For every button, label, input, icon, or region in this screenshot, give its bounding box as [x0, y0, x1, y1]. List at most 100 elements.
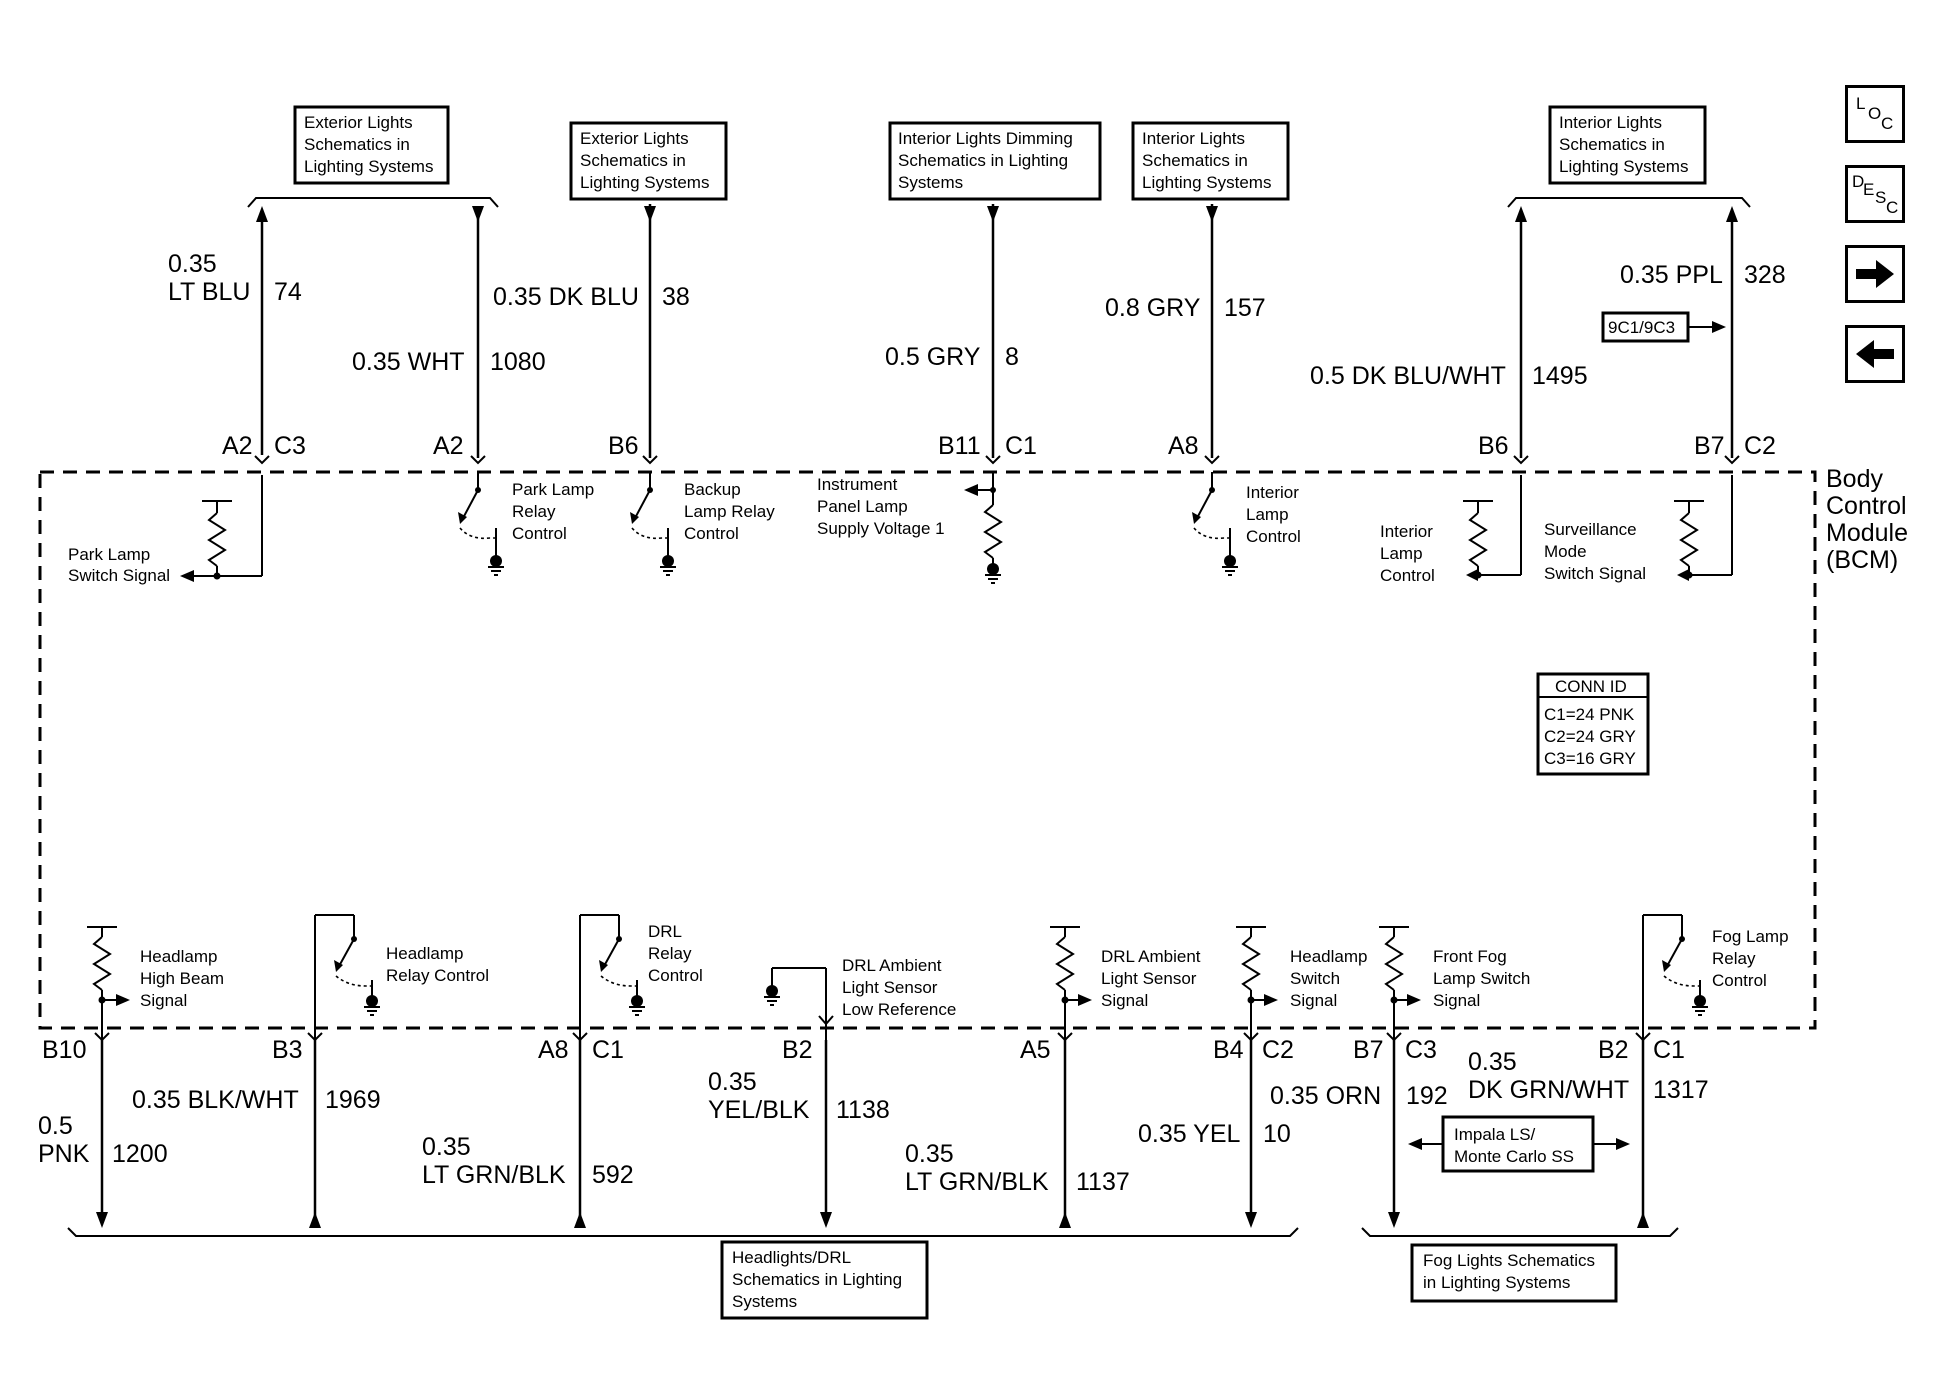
svg-text:0.35 BLK/WHT: 0.35 BLK/WHT	[132, 1086, 299, 1114]
svg-text:Switch Signal: Switch Signal	[1544, 564, 1646, 583]
svg-text:YEL/BLK: YEL/BLK	[708, 1096, 810, 1124]
interior-lamp-control-relay: Interior Lamp Control	[1192, 472, 1301, 576]
wire-10: B4 C2 0.35 YEL 10	[1138, 1032, 1294, 1228]
svg-text:Impala LS/: Impala LS/	[1454, 1125, 1536, 1144]
ref-interior-lights-2[interactable]: Interior Lights Schematics in Lighting S…	[1548, 105, 1707, 185]
svg-text:Fog Lights Schematics: Fog Lights Schematics	[1423, 1251, 1595, 1270]
wire-1137: A5 0.35 LT GRN/BLK 1137	[905, 1032, 1130, 1228]
wire-592: A8 C1 0.35 LT GRN/BLK 592	[422, 1032, 634, 1228]
svg-text:Signal: Signal	[140, 991, 187, 1010]
svg-text:LT BLU: LT BLU	[168, 278, 250, 306]
svg-text:Supply Voltage 1: Supply Voltage 1	[817, 519, 945, 538]
svg-text:B10: B10	[42, 1036, 86, 1064]
svg-text:B6: B6	[608, 432, 639, 460]
svg-text:Park Lamp: Park Lamp	[68, 545, 150, 564]
headlamp-switch-signal: Headlamp Switch Signal	[1236, 926, 1368, 1040]
svg-text:10: 10	[1263, 1120, 1291, 1148]
svg-text:0.5: 0.5	[38, 1112, 73, 1140]
svg-text:0.35: 0.35	[905, 1140, 954, 1168]
svg-text:Lamp: Lamp	[1246, 505, 1289, 524]
loc-button[interactable]: L O C	[1845, 85, 1905, 143]
svg-text:Lighting Systems: Lighting Systems	[580, 173, 709, 192]
svg-text:C1=24 PNK: C1=24 PNK	[1544, 705, 1635, 724]
svg-text:Exterior Lights: Exterior Lights	[304, 113, 413, 132]
svg-text:Switch Signal: Switch Signal	[68, 566, 170, 585]
svg-text:0.35 WHT: 0.35 WHT	[352, 348, 465, 376]
svg-text:A2: A2	[433, 432, 464, 460]
svg-text:Lighting Systems: Lighting Systems	[1142, 173, 1271, 192]
desc-letter-c: C	[1886, 198, 1899, 217]
svg-text:Backup: Backup	[684, 480, 741, 499]
loc-letter-c: C	[1881, 114, 1894, 133]
svg-text:Lighting Systems: Lighting Systems	[1559, 157, 1688, 176]
ref-bracket-fog	[1361, 1227, 1679, 1237]
ref-exterior-lights-2[interactable]: Exterior Lights Schematics in Lighting S…	[569, 121, 728, 201]
svg-text:Schematics in Lighting: Schematics in Lighting	[732, 1270, 902, 1289]
svg-text:in Lighting Systems: in Lighting Systems	[1423, 1273, 1570, 1292]
svg-text:Mode: Mode	[1544, 542, 1587, 561]
svg-text:328: 328	[1744, 261, 1786, 289]
svg-text:Switch: Switch	[1290, 969, 1340, 988]
svg-text:Module: Module	[1826, 519, 1908, 547]
svg-text:B2: B2	[782, 1036, 813, 1064]
svg-text:C3: C3	[274, 432, 306, 460]
svg-text:DRL Ambient: DRL Ambient	[1101, 947, 1201, 966]
svg-text:1200: 1200	[112, 1140, 168, 1168]
surveillance-mode-switch-signal: Surveillance Mode Switch Signal	[1544, 475, 1733, 583]
ref-exterior-lights-1[interactable]: Exterior Lights Schematics in Lighting S…	[293, 105, 450, 185]
svg-text:0.35: 0.35	[1468, 1048, 1517, 1076]
svg-text:74: 74	[274, 278, 302, 306]
svg-text:LT GRN/BLK: LT GRN/BLK	[422, 1161, 566, 1189]
svg-text:0.35 ORN: 0.35 ORN	[1270, 1082, 1381, 1110]
svg-text:Relay: Relay	[512, 502, 556, 521]
svg-text:1080: 1080	[490, 348, 546, 376]
svg-text:0.5 GRY: 0.5 GRY	[885, 343, 981, 371]
svg-text:Systems: Systems	[898, 173, 963, 192]
drl-ambient-sensor-signal: DRL Ambient Light Sensor Signal	[1050, 926, 1201, 1040]
drl-ambient-sensor-low-reference: DRL Ambient Light Sensor Low Reference	[763, 956, 956, 1040]
svg-text:Interior Lights: Interior Lights	[1142, 129, 1245, 148]
ip-lamp-supply-voltage: Instrument Panel Lamp Supply Voltage 1	[817, 472, 1003, 584]
svg-text:Interior: Interior	[1380, 522, 1433, 541]
loc-letter-l: L	[1856, 94, 1866, 113]
prev-page-button[interactable]	[1845, 325, 1905, 383]
svg-text:1969: 1969	[325, 1086, 381, 1114]
wire-1138: B2 0.35 YEL/BLK 1138	[708, 1036, 890, 1228]
svg-text:Schematics in: Schematics in	[1142, 151, 1248, 170]
svg-text:Body: Body	[1826, 465, 1883, 493]
ref-fog-lights[interactable]: Fog Lights Schematics in Lighting System…	[1410, 1243, 1618, 1303]
svg-text:Control: Control	[512, 524, 567, 543]
ref-interior-lights-1[interactable]: Interior Lights Schematics in Lighting S…	[1131, 121, 1290, 201]
ref-headlights-drl[interactable]: Headlights/DRL Schematics in Lighting Sy…	[720, 1240, 929, 1320]
ref-interior-dimming[interactable]: Interior Lights Dimming Schematics in Li…	[888, 121, 1102, 201]
svg-text:Light Sensor: Light Sensor	[1101, 969, 1197, 988]
svg-text:B7: B7	[1694, 432, 1725, 460]
svg-text:C1: C1	[1653, 1036, 1685, 1064]
option-impala-monte-carlo: Impala LS/ Monte Carlo SS	[1408, 1115, 1630, 1173]
wire-38: 0.35 DK BLU 38 B6	[493, 204, 690, 464]
wire-192: B7 C3 0.35 ORN 192	[1270, 1032, 1448, 1228]
svg-text:Low Reference: Low Reference	[842, 1000, 956, 1019]
svg-text:C2: C2	[1262, 1036, 1294, 1064]
svg-text:Panel Lamp: Panel Lamp	[817, 497, 908, 516]
svg-text:Monte Carlo SS: Monte Carlo SS	[1454, 1147, 1574, 1166]
connector-id-table: CONN ID C1=24 PNK C2=24 GRY C3=16 GRY	[1536, 672, 1650, 776]
svg-text:Schematics in: Schematics in	[304, 135, 410, 154]
svg-text:Headlamp: Headlamp	[140, 947, 218, 966]
ref-bracket-int2	[1507, 197, 1751, 208]
svg-text:38: 38	[662, 283, 690, 311]
svg-text:Headlamp: Headlamp	[1290, 947, 1368, 966]
svg-text:Light Sensor: Light Sensor	[842, 978, 938, 997]
desc-button[interactable]: D E S C	[1845, 165, 1905, 223]
svg-text:Interior Lights: Interior Lights	[1559, 113, 1662, 132]
svg-text:1137: 1137	[1076, 1168, 1130, 1196]
svg-text:Systems: Systems	[732, 1292, 797, 1311]
svg-text:C3: C3	[1405, 1036, 1437, 1064]
svg-text:A2: A2	[222, 432, 253, 460]
next-page-button[interactable]	[1845, 245, 1905, 303]
svg-text:8: 8	[1005, 343, 1019, 371]
park-lamp-relay-control: Park Lamp Relay Control	[458, 472, 594, 576]
svg-text:1317: 1317	[1653, 1076, 1709, 1104]
svg-text:Park Lamp: Park Lamp	[512, 480, 594, 499]
